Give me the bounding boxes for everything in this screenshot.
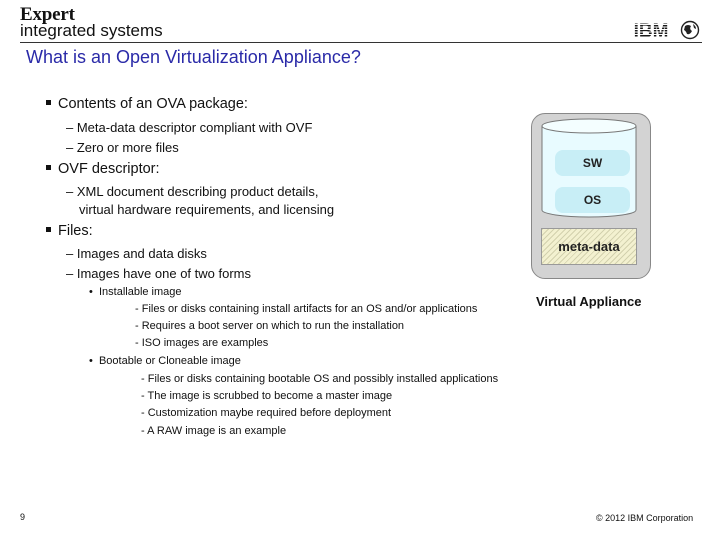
bullet-text: Images have one of two forms xyxy=(76,266,251,281)
bullet-text: Contents of an OVA package: xyxy=(58,96,248,112)
bullet-text: Files: xyxy=(58,223,93,239)
slide-title: What is an Open Virtualization Appliance… xyxy=(26,47,361,67)
bullet-text: Customization maybe required before depl… xyxy=(147,407,392,419)
brand-line-integrated-systems: integrated systems xyxy=(20,21,163,40)
bullet-text: Zero or more files xyxy=(76,140,179,155)
bullet-level1: Files: xyxy=(46,223,93,239)
bullet-level1: Contents of an OVA package: xyxy=(46,96,248,112)
bullet-text: A RAW image is an example xyxy=(147,425,287,437)
header-rule xyxy=(20,42,702,43)
bullet-level1: OVF descriptor: xyxy=(46,161,160,177)
bullet-level2: – Images have one of two forms xyxy=(66,266,251,281)
bullet-level2: – XML document describing product detail… xyxy=(66,184,319,199)
bullet-text: Bootable or Cloneable image xyxy=(98,355,241,367)
bullet-text: Installable image xyxy=(98,286,182,298)
square-bullet-icon xyxy=(46,165,51,170)
bullet-level2-continuation: virtual hardware requirements, and licen… xyxy=(79,202,335,217)
bullet-level4: - A RAW image is an example xyxy=(141,425,287,437)
layer-meta-data: meta-data xyxy=(541,228,637,265)
bullet-text: The image is scrubbed to become a master… xyxy=(147,390,393,402)
ibm-logo: IBM xyxy=(634,21,669,40)
bullet-text: Files or disks containing bootable OS an… xyxy=(147,373,499,385)
bullet-level4: - Files or disks containing bootable OS … xyxy=(141,373,499,385)
bullet-level3: • Installable image xyxy=(89,286,182,298)
bullet-level2: – Zero or more files xyxy=(66,140,179,155)
ibm-logo-text: IBM xyxy=(634,21,669,40)
bullet-text: XML document describing product details, xyxy=(76,184,319,199)
layer-sw: SW xyxy=(555,150,630,176)
globe-icon xyxy=(680,20,700,40)
square-bullet-icon xyxy=(46,100,51,105)
layer-os: OS xyxy=(555,187,630,213)
bullet-text: Requires a boot server on which to run t… xyxy=(141,320,405,332)
bullet-text: Images and data disks xyxy=(76,246,207,261)
bullet-level3: • Bootable or Cloneable image xyxy=(89,355,241,367)
bullet-text: ISO images are examples xyxy=(141,337,269,349)
bullet-text: Files or disks containing install artifa… xyxy=(141,303,478,315)
bullet-level4: - Files or disks containing install arti… xyxy=(135,303,478,315)
square-bullet-icon xyxy=(46,227,51,232)
bullet-level2: – Images and data disks xyxy=(66,246,207,261)
bullet-text: Meta-data descriptor compliant with OVF xyxy=(76,120,313,135)
bullet-text: OVF descriptor: xyxy=(58,161,160,177)
page-number: 9 xyxy=(20,512,26,522)
brand-line-expert: Expert xyxy=(20,4,75,25)
bullet-level4: - Requires a boot server on which to run… xyxy=(135,320,405,332)
bullet-level4: - ISO images are examples xyxy=(135,337,269,349)
virtual-appliance-label: Virtual Appliance xyxy=(536,294,642,309)
bullet-level4: - Customization maybe required before de… xyxy=(141,407,392,419)
bullet-level2: – Meta-data descriptor compliant with OV… xyxy=(66,120,313,135)
bullet-level4: - The image is scrubbed to become a mast… xyxy=(141,390,393,402)
copyright: © 2012 IBM Corporation xyxy=(596,513,694,523)
